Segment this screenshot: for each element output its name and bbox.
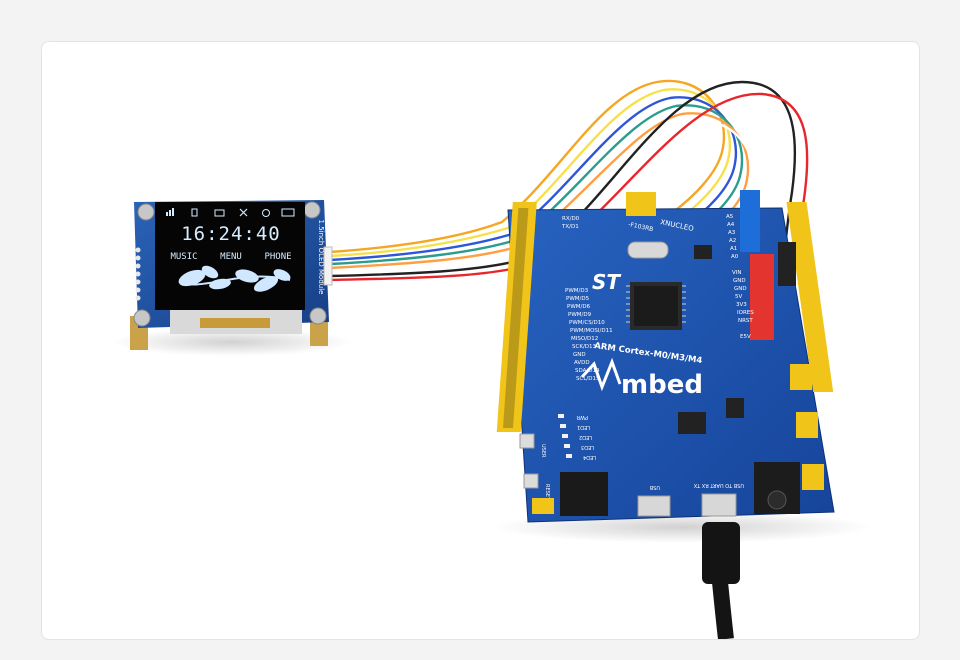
bluetooth-icon xyxy=(191,208,198,217)
usb-uart-port[interactable] xyxy=(701,493,737,517)
oled-module: 16:24:40 MUSIC MENU PHONE 1.5inch OLED M… xyxy=(130,200,333,350)
reset-button[interactable] xyxy=(523,473,539,489)
flex-cable xyxy=(200,318,270,328)
st-logo: ST xyxy=(592,270,621,294)
screw xyxy=(133,309,151,327)
usb-port-label: USB xyxy=(649,484,660,490)
pin-label: PWM/D5 xyxy=(566,296,590,302)
oled-menu-menu: MENU xyxy=(220,252,242,262)
oled-side-label: 1.5inch OLED Module xyxy=(317,220,325,295)
product-photo: 16:24:40 MUSIC MENU PHONE 1.5inch OLED M… xyxy=(112,79,872,639)
right-pin-labels: A5 A4 A3 A2 A1 A0 VIN GND GND 5V 3V3 IOR… xyxy=(726,214,754,340)
pin-label: AVDD xyxy=(574,360,590,366)
pin-label: PWM/D9 xyxy=(568,312,592,318)
pin-label: PWM/D3 xyxy=(565,288,589,294)
red-header xyxy=(750,254,774,340)
pin-label: A1 xyxy=(730,246,737,252)
reset-button-label: RESET xyxy=(544,484,550,501)
alarm-icon xyxy=(262,209,270,217)
signal-icon xyxy=(166,208,174,216)
led-label: LED3 xyxy=(581,444,594,450)
mail-icon xyxy=(214,209,225,217)
jumper xyxy=(790,364,812,390)
user-button-label: USER xyxy=(540,444,546,458)
status-leds xyxy=(558,414,572,458)
right-header xyxy=(786,202,834,392)
oled-clock: 16:24:40 xyxy=(181,223,281,245)
pin-label: GND xyxy=(573,352,586,358)
pin-label: NRST xyxy=(738,318,753,324)
crystal xyxy=(627,241,669,259)
pin-label: VIN xyxy=(732,270,742,276)
oled-menu-phone: PHONE xyxy=(264,252,291,262)
usb-uart-label: USB TO UART RX TX xyxy=(693,482,744,488)
pin-label: PWM/CS/D10 xyxy=(569,320,605,326)
led-label: LED4 xyxy=(583,454,596,460)
pin-label: IORES xyxy=(737,310,754,316)
pin-label: A4 xyxy=(727,222,735,228)
pin-label: PWM/D6 xyxy=(567,304,591,310)
mbed-logo: mbed xyxy=(621,370,703,400)
pin-label: A3 xyxy=(728,230,736,236)
pin-label: GND xyxy=(734,286,747,292)
blue-header xyxy=(740,190,760,252)
wave-logo-icon xyxy=(580,357,622,392)
pin-label: SCK/D13 xyxy=(572,344,597,350)
pin-label: TX/D1 xyxy=(561,224,579,230)
pin-label: SCL/D15 xyxy=(576,376,600,382)
pin-label: MISO/D12 xyxy=(571,336,598,342)
oled-connector xyxy=(323,246,333,286)
jumper xyxy=(802,464,824,490)
top-header xyxy=(626,192,656,216)
oled-shadow xyxy=(112,328,352,356)
jumper xyxy=(532,498,554,514)
regulator xyxy=(694,245,712,259)
dupont-plug xyxy=(778,242,796,286)
oled-screen xyxy=(155,202,305,310)
led-label: LED1 xyxy=(577,424,590,430)
led-label: PWR xyxy=(576,414,588,420)
screw xyxy=(309,307,327,325)
jumper xyxy=(796,412,818,438)
oled-pin-pads xyxy=(135,247,141,301)
usb-cable xyxy=(702,522,740,639)
pin-label: PWM/MOSI/D11 xyxy=(570,328,613,334)
usb-uart-chip xyxy=(678,412,706,434)
pin-label: 3V3 xyxy=(736,302,747,308)
status-bar xyxy=(166,208,295,217)
regulator-2 xyxy=(726,398,744,418)
pin-label: A5 xyxy=(726,214,734,220)
screw xyxy=(303,201,321,219)
cross-icon xyxy=(239,208,248,217)
led-label: LED2 xyxy=(579,434,592,440)
pin-label: A2 xyxy=(729,238,736,244)
mcu-board: RX/D0 TX/D1 PWM/D3 PWM/D5 PWM/D6 PWM/D9 … xyxy=(496,190,835,523)
socket-header xyxy=(560,472,608,516)
photo-card: 16:24:40 MUSIC MENU PHONE 1.5inch OLED M… xyxy=(41,41,920,640)
user-button[interactable] xyxy=(519,433,535,449)
pin-label: RX/D0 xyxy=(562,216,580,222)
pin-label: GND xyxy=(733,278,746,284)
oled-menu-music: MUSIC xyxy=(170,252,197,262)
left-pin-labels: RX/D0 TX/D1 PWM/D3 PWM/D5 PWM/D6 PWM/D9 … xyxy=(561,216,613,382)
battery-icon xyxy=(281,208,295,217)
left-header xyxy=(496,202,537,432)
led-labels: PWR LED1 LED2 LED3 LED4 xyxy=(576,414,596,460)
floral-ornament xyxy=(178,265,291,292)
pin-label: 5V xyxy=(735,294,742,300)
pin-label: A0 xyxy=(731,254,739,260)
screw xyxy=(137,203,155,221)
usb-port[interactable] xyxy=(637,495,671,517)
pin-label: E5V xyxy=(740,334,751,340)
mcu-chip xyxy=(626,282,686,330)
